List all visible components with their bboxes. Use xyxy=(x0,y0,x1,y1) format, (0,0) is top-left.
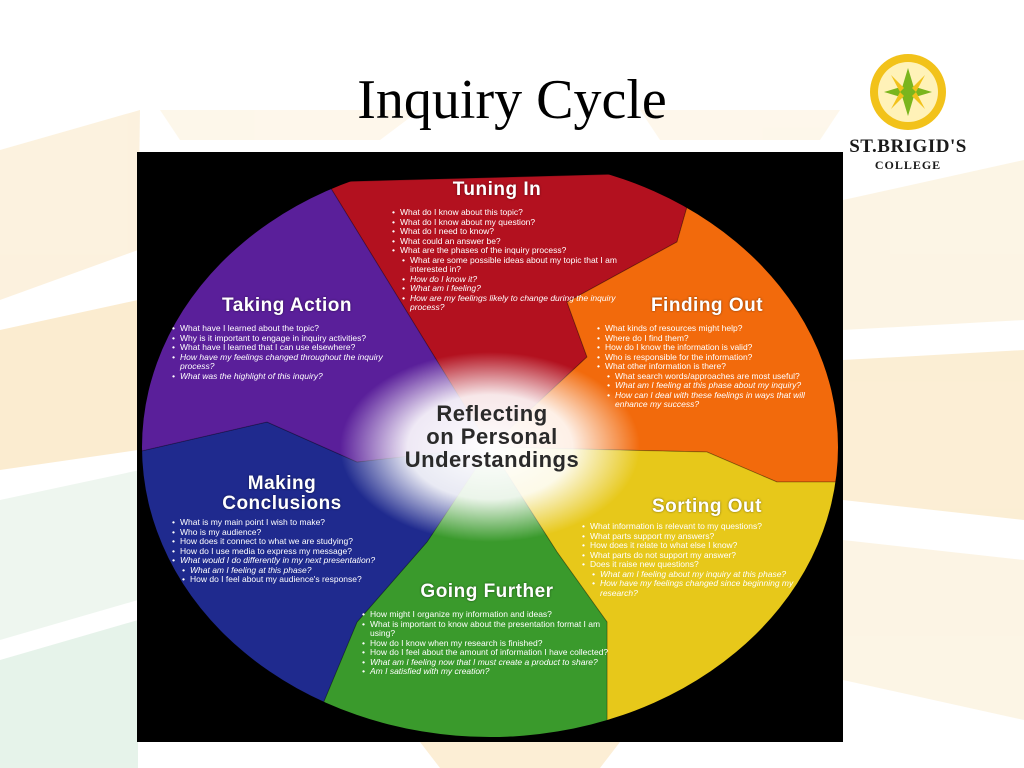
question-item: What am I feeling now that I must create… xyxy=(362,657,612,668)
question-item: Why is it important to engage in inquiry… xyxy=(172,333,412,344)
question-item: What are the phases of the inquiry proce… xyxy=(392,246,632,256)
going-further-title: Going Further xyxy=(420,581,554,602)
making-conclusions-questions: What is my main point I wish to make?Who… xyxy=(172,517,417,585)
question-item: What kinds of resources might help? xyxy=(597,323,812,334)
finding-out-questions: What kinds of resources might help?Where… xyxy=(597,323,812,410)
question-item: What was the highlight of this inquiry? xyxy=(172,371,412,382)
question-item: Where do I find them? xyxy=(597,333,812,344)
question-item: What parts support my answers? xyxy=(582,531,827,542)
question-item: How do I know the information is valid? xyxy=(597,343,812,353)
question-item: How do I feel about the amount of inform… xyxy=(362,648,612,658)
making-conclusions-title: Making Conclusions xyxy=(222,473,342,514)
question-item: What have I learned about the topic? xyxy=(172,323,412,334)
college-logo: ST.BRIGID'S COLLEGE xyxy=(838,52,978,182)
question-item: How are my feelings likely to change dur… xyxy=(392,293,632,313)
question-item: Who is my audience? xyxy=(172,527,417,538)
question-item: What information is relevant to my quest… xyxy=(582,521,827,532)
question-item: What other information is there? xyxy=(597,362,812,372)
question-item: How do I feel about my audience's respon… xyxy=(172,575,417,585)
question-item: How do I know it? xyxy=(392,274,632,285)
question-item: What would I do differently in my next p… xyxy=(172,556,417,566)
question-item: How does it relate to what else I know? xyxy=(582,541,827,551)
question-item: What am I feeling? xyxy=(392,284,632,294)
inquiry-cycle-diagram: Tuning In What do I know about this topi… xyxy=(137,152,843,742)
tuning-in-questions: What do I know about this topic?What do … xyxy=(392,207,632,313)
question-item: What search words/approaches are most us… xyxy=(597,371,812,382)
question-item: What am I feeling at this phase about my… xyxy=(597,381,812,391)
question-item: What are some possible ideas about my to… xyxy=(392,255,632,275)
question-item: What parts do not support my answer? xyxy=(582,550,827,561)
logo-subtitle: COLLEGE xyxy=(874,158,942,172)
question-item: How have my feelings changed since begin… xyxy=(582,578,827,598)
sorting-out-questions: What information is relevant to my quest… xyxy=(582,521,827,598)
logo-name: ST.BRIGID'S xyxy=(849,136,967,157)
question-item: How have my feelings changed throughout … xyxy=(172,352,412,372)
question-item: What am I feeling about my inquiry at th… xyxy=(582,569,827,580)
question-item: How does it connect to what we are study… xyxy=(172,537,417,547)
question-item: What is my main point I wish to make? xyxy=(172,517,417,528)
question-item: How do I know when my research is finish… xyxy=(362,638,612,649)
question-item: What do I need to know? xyxy=(392,227,632,237)
question-item: How can I deal with these feelings in wa… xyxy=(597,390,812,410)
question-item: What am I feeling at this phase? xyxy=(172,565,417,576)
taking-action-title: Taking Action xyxy=(222,295,352,316)
question-item: Does it raise new questions? xyxy=(582,560,827,570)
question-item: What is important to know about the pres… xyxy=(362,619,612,639)
question-item: How do I use media to express my message… xyxy=(172,546,417,557)
college-emblem-icon xyxy=(870,54,946,130)
going-further-questions: How might I organize my information and … xyxy=(362,609,612,677)
question-item: How might I organize my information and … xyxy=(362,609,612,620)
center-label: Reflecting on Personal Understandings xyxy=(404,401,580,473)
question-item: What do I know about this topic? xyxy=(392,207,632,218)
question-item: Who is responsible for the information? xyxy=(597,352,812,363)
tuning-in-title: Tuning In xyxy=(452,179,542,200)
taking-action-questions: What have I learned about the topic?Why … xyxy=(172,323,412,382)
question-item: Am I satisfied with my creation? xyxy=(362,667,612,677)
question-item: What do I know about my question? xyxy=(392,217,632,228)
center-glow xyxy=(340,352,640,542)
finding-out-title: Finding Out xyxy=(650,295,764,316)
slide-title: Inquiry Cycle xyxy=(357,69,667,131)
sorting-out-title: Sorting Out xyxy=(652,496,762,517)
question-item: What have I learned that I can use elsew… xyxy=(172,343,412,353)
question-item: What could an answer be? xyxy=(392,236,632,247)
